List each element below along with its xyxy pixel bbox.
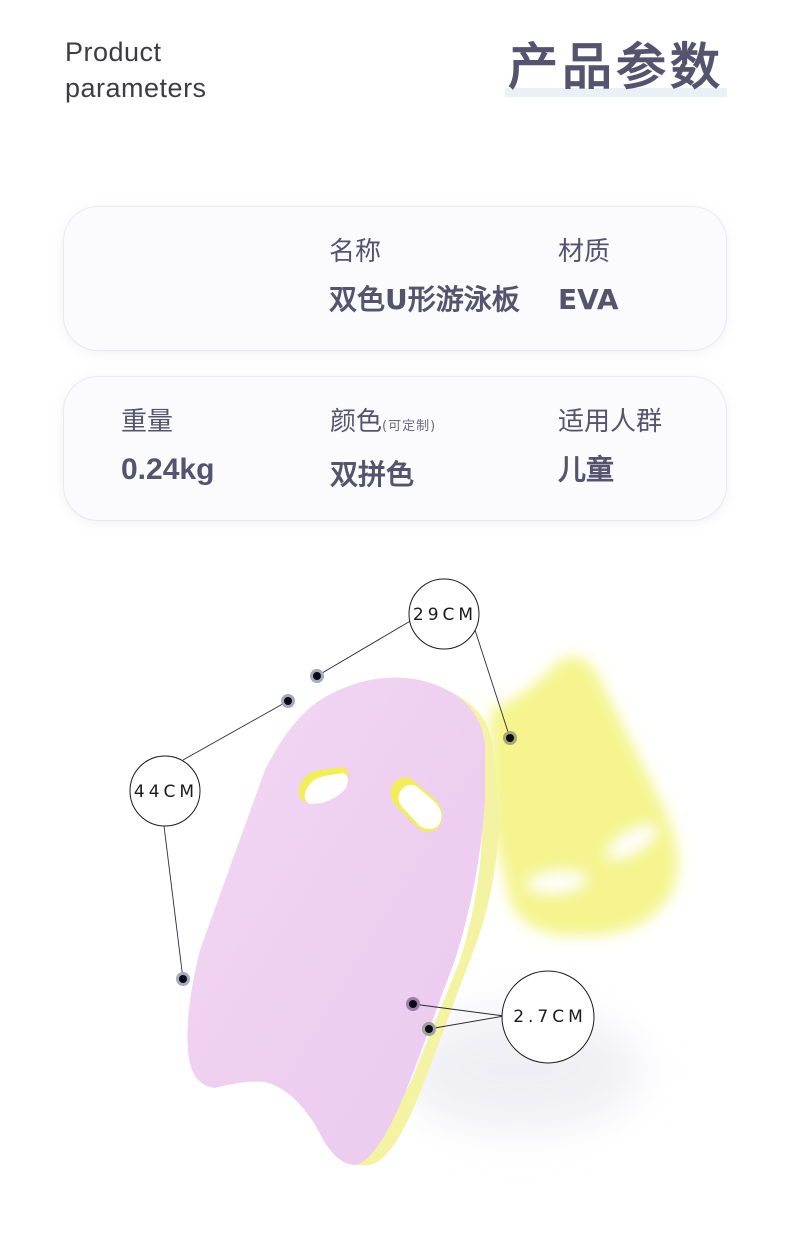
param-audience: 适用人群 儿童 xyxy=(558,405,662,489)
param-weight: 重量 0.24kg xyxy=(121,405,214,489)
product-illustration: 29CM 44CM 2.7CM xyxy=(0,540,790,1240)
param-label: 材质 xyxy=(558,237,611,267)
title-underline xyxy=(505,88,727,97)
param-label: 适用人群 xyxy=(558,407,663,437)
param-color: 颜色(可定制) 双拼色 xyxy=(330,405,436,494)
param-value: 双拼色 xyxy=(330,458,415,491)
param-value: 儿童 xyxy=(558,453,615,486)
anchor-dots xyxy=(176,669,517,1036)
param-value: 双色U形游泳板 xyxy=(329,283,520,316)
dimension-circles xyxy=(129,578,595,1064)
dimension-lines xyxy=(163,619,511,1030)
param-label: 名称 xyxy=(329,237,382,267)
dimension-width-label: 29CM xyxy=(412,605,478,625)
param-note: (可定制) xyxy=(382,419,437,434)
param-label: 颜色 xyxy=(330,407,383,437)
param-material: 材质 EVA xyxy=(558,235,619,319)
dimension-length-label: 44CM xyxy=(133,782,199,802)
param-label: 重量 xyxy=(121,407,174,437)
dimension-thickness-label: 2.7CM xyxy=(513,1007,587,1027)
param-name: 名称 双色U形游泳板 xyxy=(329,235,520,319)
params-card-2: 重量 0.24kg 颜色(可定制) 双拼色 适用人群 儿童 xyxy=(64,377,726,520)
handle-holes xyxy=(298,767,443,832)
title-english: Product parameters xyxy=(65,37,207,103)
yellow-board xyxy=(490,656,678,935)
title-chinese: 产品参数 xyxy=(508,38,724,96)
params-card-1: 名称 双色U形游泳板 材质 EVA xyxy=(64,207,726,350)
param-value: EVA xyxy=(558,283,619,316)
kickboard-image xyxy=(129,578,678,1165)
param-value: 0.24kg xyxy=(121,453,215,486)
